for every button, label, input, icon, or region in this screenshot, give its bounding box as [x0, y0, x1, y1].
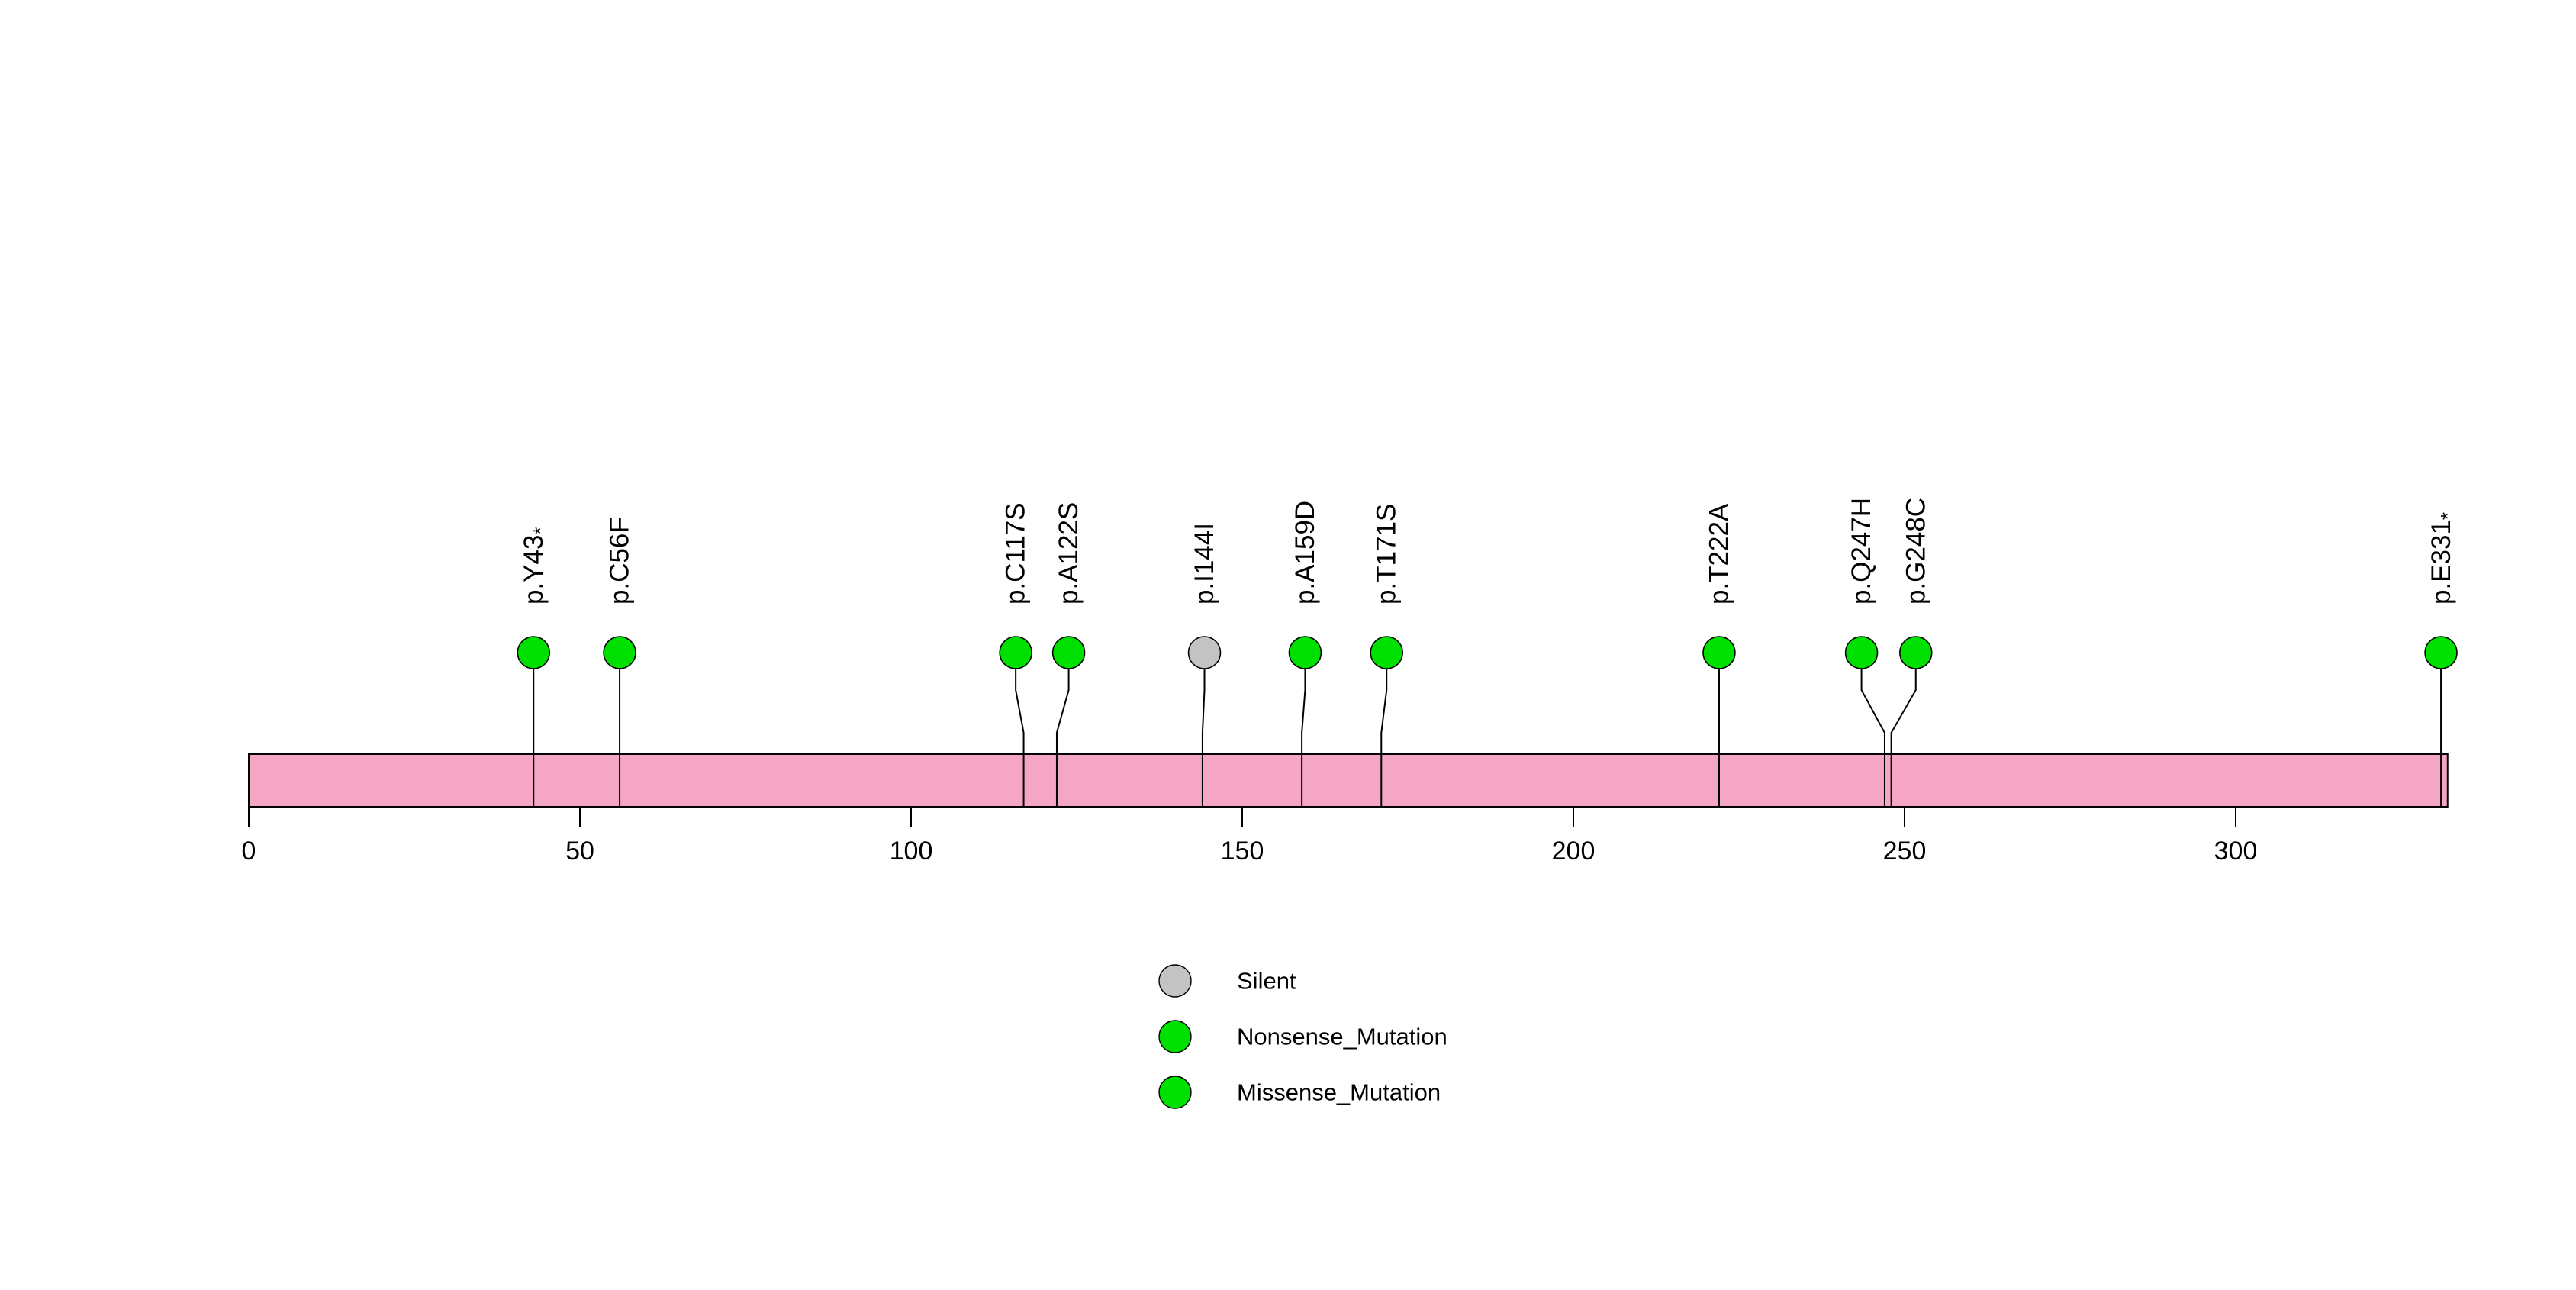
mutation-stem [1860, 653, 1885, 807]
legend-label: Missense_Mutation [1237, 1079, 1441, 1106]
legend-label: Nonsense_Mutation [1237, 1024, 1447, 1050]
mutation-label: p.Y43* [519, 527, 552, 605]
mutation-circle [1370, 636, 1404, 669]
legend-item: Silent [1158, 964, 1296, 998]
axis-tick-label: 50 [565, 837, 594, 866]
mutation-circle [603, 636, 636, 669]
protein-backbone-layer [248, 753, 2449, 808]
axis-tick-label: 200 [1552, 837, 1596, 866]
axis-tick-label: 100 [890, 837, 933, 866]
mutation-label: p.Q247H [1847, 498, 1876, 605]
mutation-circle [1844, 636, 1879, 669]
mutation-circle [1288, 636, 1322, 669]
mutation-circle [2424, 636, 2458, 669]
protein-backbone [248, 753, 2449, 808]
axis-tick-label: 300 [2214, 837, 2258, 866]
mutation-label: p.C117S [1001, 502, 1031, 605]
mutation-label: p.T171S [1372, 504, 1402, 605]
mutation-stem [1201, 653, 1206, 807]
mutation-circle [1051, 636, 1086, 669]
mutation-stem [1015, 653, 1025, 807]
mutation-circle [1898, 636, 1933, 669]
mutation-label: p.C56F [605, 517, 635, 605]
mutation-label: p.G248C [1901, 498, 1930, 605]
mutation-stem [1380, 653, 1388, 807]
mutation-circle [999, 636, 1032, 669]
x-axis-layer: 0 50 100 150 200 250 300 [242, 807, 2258, 866]
mutation-label: p.A122S [1054, 502, 1084, 605]
mutation-label: p.T222A [1704, 503, 1734, 605]
axis-tick-label: 0 [242, 837, 256, 866]
mutation-circle [1187, 636, 1222, 669]
axis-tick-label: 150 [1221, 837, 1264, 866]
mutation-stem [1890, 653, 1917, 807]
legend-swatch [1158, 1076, 1192, 1109]
legend-swatch [1158, 1020, 1192, 1053]
mutation-circle [1702, 636, 1736, 669]
mutation-label: p.I144I [1190, 523, 1219, 605]
mutation-stem [1055, 653, 1070, 807]
legend-item: Missense_Mutation [1158, 1076, 1441, 1109]
legend-item: Nonsense_Mutation [1158, 1020, 1447, 1053]
mutation-stem [1301, 653, 1306, 807]
legend-swatch [1158, 964, 1192, 998]
mutation-circles-layer [517, 636, 2458, 669]
mutation-label: p.E331* [2426, 512, 2460, 605]
axis-tick-label: 250 [1883, 837, 1927, 866]
mutation-labels-layer: p.Y43* p.C56F p.C117S p.A122S p.I144I p.A159D… [519, 498, 2459, 605]
legend-label: Silent [1237, 968, 1296, 995]
mutation-stems-layer [533, 653, 2442, 807]
mutation-label: p.A159D [1290, 501, 1320, 605]
mutation-circle [517, 636, 551, 669]
